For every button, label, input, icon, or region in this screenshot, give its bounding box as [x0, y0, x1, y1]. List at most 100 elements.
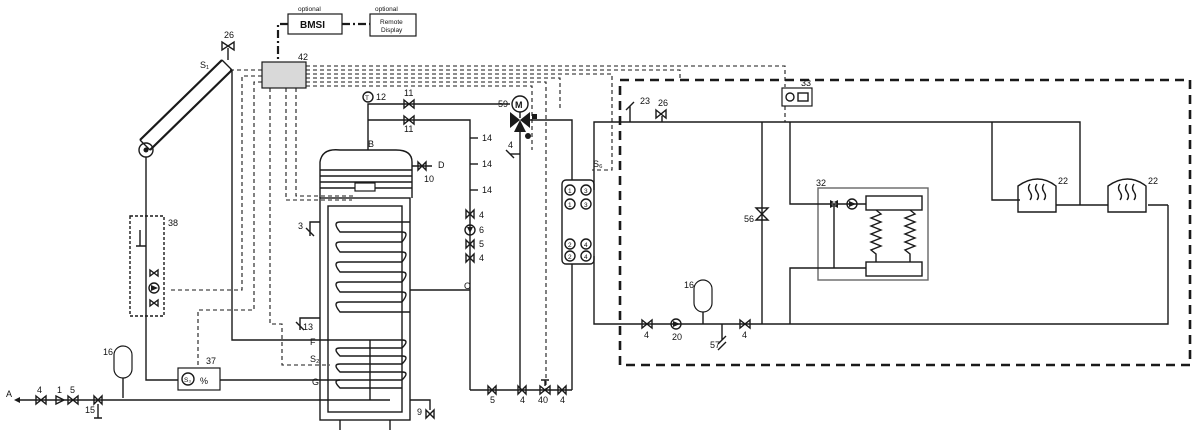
valve-5-bottom: 5	[487, 384, 497, 405]
wire-to-40	[306, 81, 547, 390]
valve-4-secondary-a: 4	[641, 318, 653, 340]
motor-symbol: M	[515, 100, 523, 110]
valve-4-bottom-b: 4	[557, 384, 567, 405]
relief-valve-13: 13	[295, 317, 320, 332]
remote-label-2: Display	[381, 27, 403, 34]
valve-4-bypass: 4	[505, 140, 520, 159]
label-37: 37	[206, 356, 216, 366]
hx-port-2b: 2	[568, 254, 572, 261]
label-4-secondary-b: 4	[742, 330, 747, 340]
expansion-vessel-16-solar: 16	[103, 345, 133, 398]
label-s2: S₂	[310, 354, 320, 364]
label-14-a: 14	[482, 133, 492, 143]
label-1: 1	[57, 385, 62, 395]
wire-to-heater-2	[285, 88, 352, 201]
mixing-unit-32: 32	[789, 122, 929, 324]
controller-37: S₃ % 37	[177, 356, 221, 391]
label-15: 15	[85, 405, 95, 415]
label-f: F	[310, 337, 316, 347]
label-23: 23	[640, 96, 650, 106]
controller-37-symbol: %	[200, 376, 208, 386]
label-5-inlet: 5	[70, 385, 75, 395]
label-32: 32	[816, 178, 826, 188]
label-a: A	[6, 389, 12, 399]
branch-22a-flow	[991, 122, 1020, 201]
thermometer-symbol: T	[365, 95, 369, 102]
hx-port-4b: 4	[584, 254, 588, 261]
controller-bmsi-link	[276, 22, 288, 62]
hx-port-1: 1	[568, 188, 572, 195]
valve-4-bottom-a: 4	[517, 384, 527, 405]
secondary-flow-main	[593, 121, 1081, 205]
motor-valve-59: M 59	[498, 95, 537, 139]
hot-return-pipe	[368, 119, 471, 390]
valve-5-return: 5	[465, 238, 484, 250]
label-d: D	[438, 160, 445, 170]
wire-to-33	[306, 65, 786, 87]
label-5-bottom: 5	[490, 395, 495, 405]
label-4-bottom-a: 4	[520, 395, 525, 405]
label-42: 42	[298, 52, 308, 62]
label-14-b: 14	[482, 159, 492, 169]
label-14-c: 14	[482, 185, 492, 195]
solar-flow-pipe	[231, 70, 340, 341]
bmsi-optional-label: optional	[298, 6, 321, 13]
thermometer-12: T 12	[362, 91, 386, 103]
label-4-bypass: 4	[508, 140, 513, 150]
wire-to-37	[197, 81, 262, 368]
plate-heat-exchanger: 1 3 1 3 2 4 2 4 S₆	[561, 159, 603, 265]
label-16-solar: 16	[103, 347, 113, 357]
solar-station-38: 38	[129, 215, 178, 317]
valve-4-secondary-b: 4	[739, 318, 751, 340]
inlet-valve-4: 4	[35, 385, 47, 406]
expansion-vessel-16-remote: 16	[684, 279, 713, 324]
radiator-22-a: 22	[1017, 176, 1068, 213]
label-59: 59	[498, 99, 508, 109]
solar-return-pipe	[145, 157, 340, 381]
safety-valve-15: 15	[85, 394, 103, 419]
pump-6: 6	[464, 224, 484, 236]
hx-port-3b: 3	[584, 202, 588, 209]
label-40: 40	[538, 395, 548, 405]
label-4-return-bottom: 4	[479, 253, 484, 263]
label-g: G	[312, 377, 319, 387]
air-vent-26-remote: 26	[655, 98, 668, 122]
label-11-lower: 11	[404, 124, 413, 134]
wire-to-heater	[295, 88, 355, 197]
valve-11-upper: 11	[403, 88, 415, 110]
tap-14-c: 14	[470, 185, 492, 195]
outlet-d: D 10	[412, 160, 445, 184]
remote-label-1: Remote	[380, 19, 403, 26]
solar-coil	[335, 339, 407, 389]
label-56: 56	[744, 214, 754, 224]
label-3: 3	[298, 221, 303, 231]
remote-display-box: optional Remote Display	[369, 6, 417, 37]
remote-zone-boundary	[618, 78, 1192, 367]
tap-14-a: 14	[470, 133, 492, 143]
label-4-return-top: 4	[479, 210, 484, 220]
hot-flow-pipe	[367, 103, 510, 150]
hx-port-1b: 1	[568, 202, 572, 209]
label-33: 33	[801, 78, 811, 88]
hx-port-4: 4	[584, 242, 588, 249]
hx-port-2: 2	[568, 242, 572, 249]
label-16-remote: 16	[684, 280, 694, 290]
label-20: 20	[672, 332, 682, 342]
label-13: 13	[303, 322, 313, 332]
label-5-return: 5	[479, 239, 484, 249]
upper-coil	[335, 221, 410, 313]
solar-collector: S₁	[138, 59, 233, 158]
tap-14-b: 14	[470, 159, 492, 169]
label-s6: S₆	[593, 159, 603, 169]
motor-valve-outlet	[530, 119, 573, 180]
relief-valve-3: 3	[298, 221, 320, 237]
bmsi-box: optional BMSI	[287, 6, 343, 35]
label-s3: S₃	[184, 377, 191, 384]
label-10: 10	[424, 174, 434, 184]
label-12: 12	[376, 92, 386, 102]
label-4-secondary-a: 4	[644, 330, 649, 340]
label-26-remote: 26	[658, 98, 668, 108]
hx-port-3: 3	[584, 188, 588, 195]
label-26-solar: 26	[224, 30, 234, 40]
storage-cylinder: B	[319, 139, 413, 430]
